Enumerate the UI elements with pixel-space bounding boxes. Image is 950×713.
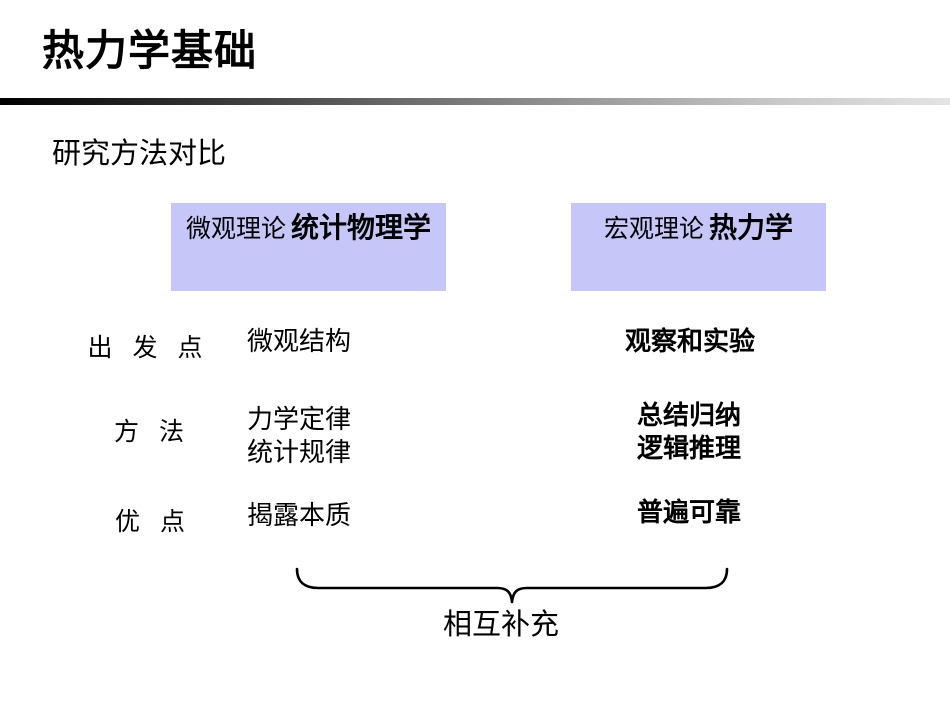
title-divider-rule: [0, 98, 950, 105]
cell-micro-method: 力学定律 统计规律: [247, 404, 351, 470]
cell-line: 总结归纳: [637, 401, 742, 431]
cell-line: 逻辑推理: [637, 434, 742, 464]
cell-line: 普遍可靠: [637, 498, 742, 528]
cell-macro-method: 总结归纳 逻辑推理: [637, 400, 741, 466]
cell-line: 统计规律: [247, 438, 352, 468]
cell-line: 力学定律: [247, 405, 352, 435]
cell-line: 微观结构: [247, 327, 352, 357]
column-header-macro-line2: 热力学: [709, 211, 794, 244]
row-label-method: 方 法: [114, 417, 190, 446]
row-label-advantage: 优 点: [115, 507, 191, 536]
row-label-starting-point: 出 发 点: [87, 333, 209, 362]
column-header-macro: 宏观理论 热力学: [571, 203, 826, 291]
page-title: 热力学基础: [42, 26, 258, 75]
cell-micro-advantage: 揭露本质: [247, 500, 351, 533]
curly-brace-icon: [285, 558, 735, 606]
column-header-macro-line1: 宏观理论: [603, 214, 704, 243]
cell-micro-starting-point: 微观结构: [247, 326, 351, 359]
column-header-micro-line1: 微观理论: [185, 214, 286, 243]
cell-line: 观察和实验: [625, 327, 756, 357]
cell-macro-advantage: 普遍可靠: [637, 497, 741, 530]
column-header-micro-line2: 统计物理学: [291, 211, 432, 244]
cell-macro-starting-point: 观察和实验: [625, 326, 755, 359]
curly-brace-shape: [295, 567, 729, 604]
column-header-micro: 微观理论 统计物理学: [171, 203, 446, 291]
section-subtitle: 研究方法对比: [52, 136, 227, 170]
footer-caption: 相互补充: [443, 607, 560, 641]
cell-line: 揭露本质: [247, 501, 352, 531]
